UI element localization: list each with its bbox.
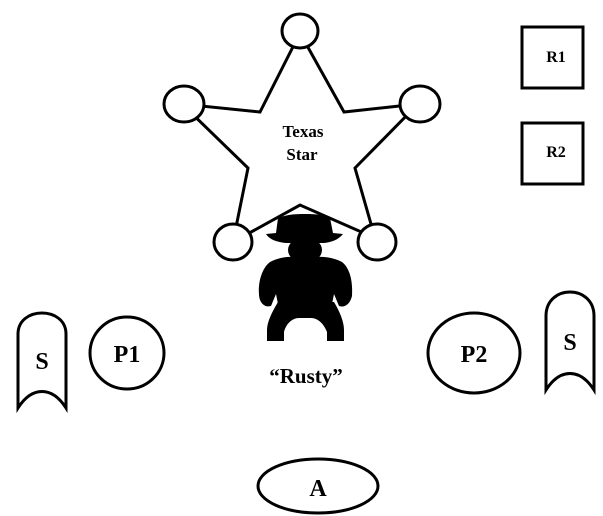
torso-shape (258, 256, 353, 307)
box-r2-label: R2 (546, 144, 566, 161)
position-p1[interactable]: P1 (88, 315, 166, 391)
legs-shape (267, 302, 344, 341)
position-p2-circle (426, 311, 522, 395)
position-p1-circle (88, 315, 166, 391)
stand-left-label: S (35, 349, 48, 375)
position-a[interactable]: A (256, 457, 380, 515)
box-r1[interactable]: R1 (520, 25, 585, 90)
stand-left-shape (16, 311, 68, 414)
star-tip-bottom-left (212, 222, 254, 262)
star-tip-top (280, 12, 320, 50)
star-body (177, 29, 423, 245)
position-p2-label: P2 (461, 342, 488, 368)
stand-right-label: S (563, 330, 576, 356)
star-tip-right (398, 84, 442, 124)
stand-right-shape (544, 290, 596, 396)
star-tip-bottom-right (356, 222, 398, 262)
hat-shape (266, 214, 343, 243)
texas-star[interactable]: Texas Star (162, 12, 442, 262)
rusty-silhouette[interactable]: “Rusty” (258, 214, 353, 388)
box-r1-frame (520, 25, 585, 90)
position-a-oval (256, 457, 380, 515)
box-r2[interactable]: R2 (520, 121, 585, 186)
stand-right[interactable]: S (544, 290, 596, 396)
head-shape (288, 237, 322, 263)
stand-left[interactable]: S (16, 311, 68, 414)
star-tip-left (162, 84, 206, 124)
position-a-label: A (309, 476, 327, 502)
box-r1-label: R1 (546, 49, 566, 66)
box-r2-frame (520, 121, 585, 186)
star-label-line1: Texas (283, 122, 324, 141)
position-p1-label: P1 (114, 342, 141, 368)
position-p2[interactable]: P2 (426, 311, 522, 395)
star-label-line2: Star (286, 145, 318, 164)
rusty-label: “Rusty” (269, 364, 343, 388)
